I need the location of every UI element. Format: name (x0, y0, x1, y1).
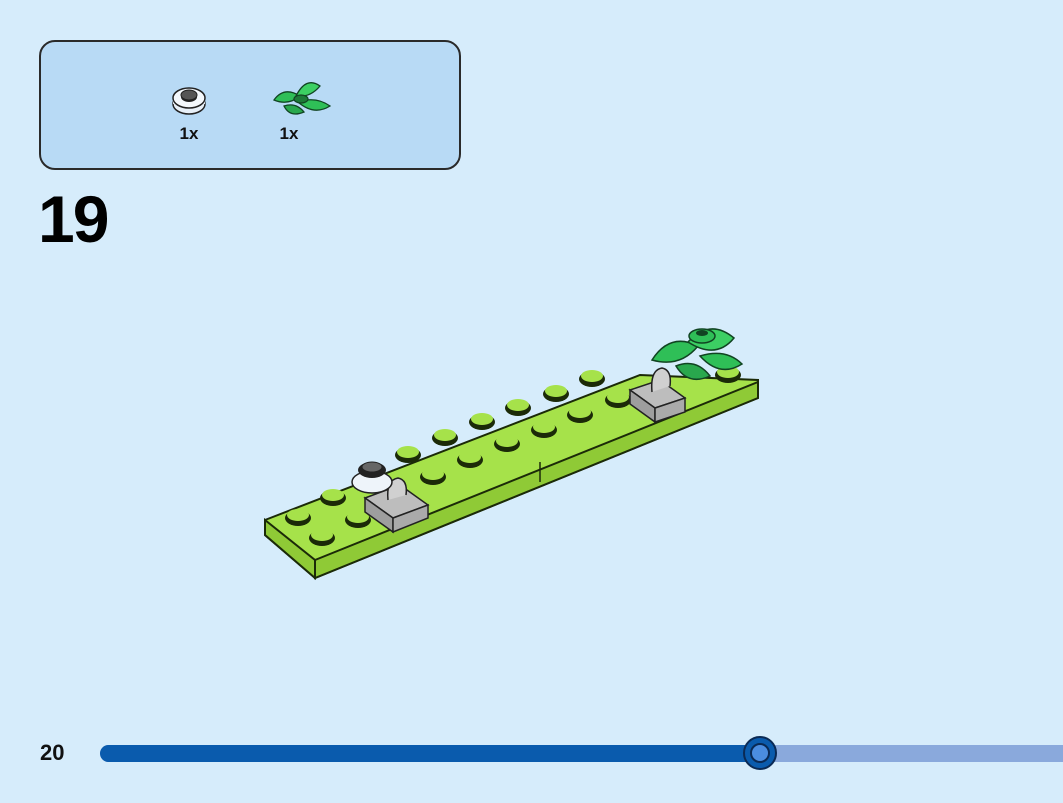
part-round-plate: 1x (154, 72, 224, 152)
part-leaves: 1x (254, 72, 332, 152)
parts-list-callout: 1x 1x (39, 40, 461, 170)
progress-knob (742, 736, 777, 770)
grey-clip-right (628, 367, 687, 424)
green-leaves-plant-icon (273, 82, 332, 115)
trans-clear-round-plate (351, 461, 393, 494)
green-leaves-plant (650, 328, 744, 381)
step-number: 19 (38, 182, 109, 256)
progress-fill (100, 745, 760, 762)
part-quantity: 1x (279, 124, 299, 143)
round-trans-clear-plate-icon (172, 87, 206, 115)
page-number: 20 (40, 740, 65, 765)
grey-clip-left (363, 477, 430, 534)
progress-bar (100, 736, 1063, 770)
part-quantity: 1x (179, 124, 199, 143)
assembly-model-illustration (264, 328, 759, 581)
